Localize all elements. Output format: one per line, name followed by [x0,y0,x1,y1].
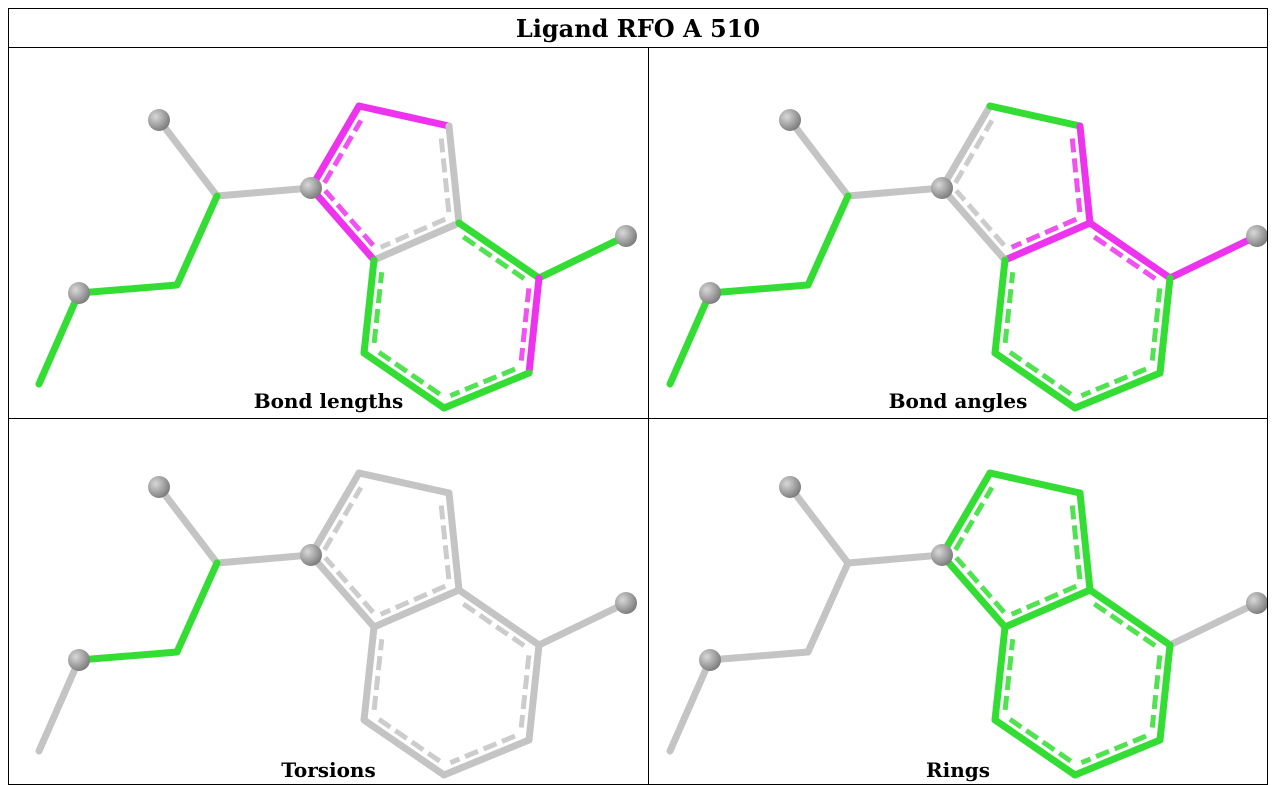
atom-sphere-m2 [615,592,637,614]
atom-sphere-m3 [68,649,90,671]
bond-m1-c1 [155,116,221,200]
panel-bond-angles: Bond angles [648,47,1268,419]
bond-c6-c7 [518,274,543,377]
bond-c4-c6 [1086,586,1174,649]
bond-n1-c2 [938,102,995,192]
bond-c1-n1 [844,551,946,567]
bond-c4-c6 [455,586,543,649]
bond-c5-n1 [938,551,1009,631]
atom-sphere-m1 [148,476,170,498]
bond-n1-c2 [938,469,995,559]
atom-sphere-m2 [615,225,637,247]
bond-c4-c5 [370,583,463,631]
bond-c6-m2 [1166,599,1261,649]
bond-c6-c7 [518,641,543,744]
bond-m3-c11 [35,656,83,755]
atom-sphere-m3 [699,649,721,671]
bond-c10-m3 [706,281,812,297]
atom-sphere-m1 [779,476,801,498]
bond-c8-c9 [360,349,448,412]
bond-c6-m2 [535,599,630,649]
bond-m1-c1 [786,483,852,567]
bond-c9-c5 [360,256,385,357]
caption-bond-angles: Bond angles [888,389,1028,413]
bond-c5-n1 [307,551,378,631]
bond-c9-c5 [991,256,1016,357]
bond-c6-m2 [1166,232,1261,282]
table-title: Ligand RFO A 510 [8,8,1268,48]
bond-n1-c2 [307,102,364,192]
panel-bond-lengths: Bond lengths [8,47,649,419]
bond-m3-c11 [35,289,83,388]
atom-sphere-m3 [699,282,721,304]
bond-c3-c4 [438,489,463,594]
ligand-table: Ligand RFO A 510 Bond lengths Bond angle… [8,8,1268,785]
bond-c2-c3 [986,469,1084,497]
bond-c1-c10 [173,559,221,656]
atom-sphere-m1 [779,109,801,131]
bond-c10-m3 [706,648,812,664]
molecule-torsions [35,469,637,779]
bond-c7-c8 [1071,733,1164,779]
bond-c7-c8 [440,733,533,779]
bond-c8-c9 [991,349,1079,412]
bond-n1-c2 [307,469,364,559]
bond-c2-c3 [986,102,1084,130]
bond-c7-c8 [1071,366,1164,412]
panel-rings: Rings [648,418,1268,785]
bond-c3-c4 [438,122,463,227]
bond-c2-c3 [355,469,453,497]
molecule-rings [666,469,1267,779]
atom-sphere-n1 [931,544,953,566]
molecule-bond-angles [666,102,1267,412]
bond-c6-c7 [1149,641,1174,744]
atom-sphere-m2 [1246,592,1267,614]
bond-c6-m2 [535,232,630,282]
atom-sphere-n1 [931,177,953,199]
bond-c4-c5 [370,216,463,264]
bond-c1-c10 [804,559,852,656]
bond-c4-c6 [455,219,543,282]
bond-c7-c8 [440,366,533,412]
caption-torsions: Torsions [281,758,376,782]
panel-torsions: Torsions [8,418,649,785]
bond-c4-c6 [1086,219,1174,282]
bond-c5-n1 [938,184,1009,264]
bond-c1-c10 [173,192,221,289]
atom-sphere-m2 [1246,225,1267,247]
bond-m3-c11 [666,289,714,388]
molecule-bond-lengths [35,102,637,412]
bond-c8-c9 [360,716,448,779]
atom-sphere-n1 [300,177,322,199]
caption-rings: Rings [925,758,990,782]
bond-c9-c5 [360,623,385,724]
caption-bond-lengths: Bond lengths [253,389,404,413]
bond-c1-n1 [213,551,315,567]
bond-c10-m3 [75,281,181,297]
bond-c10-m3 [75,648,181,664]
bond-c8-c9 [991,716,1079,779]
bond-c1-c10 [804,192,852,289]
bond-c5-n1 [307,184,378,264]
bond-c3-c4 [1069,489,1094,594]
bond-c4-c5 [1001,583,1094,631]
bond-c1-n1 [213,184,315,200]
bond-c9-c5 [991,623,1016,724]
bond-c1-n1 [844,184,946,200]
atom-sphere-n1 [300,544,322,566]
bond-m3-c11 [666,656,714,755]
bond-m1-c1 [155,483,221,567]
bond-c3-c4 [1069,122,1094,227]
bond-c6-c7 [1149,274,1174,377]
atom-sphere-m3 [68,282,90,304]
bond-c4-c5 [1001,216,1094,264]
bond-m1-c1 [786,116,852,200]
bond-c2-c3 [355,102,453,130]
atom-sphere-m1 [148,109,170,131]
